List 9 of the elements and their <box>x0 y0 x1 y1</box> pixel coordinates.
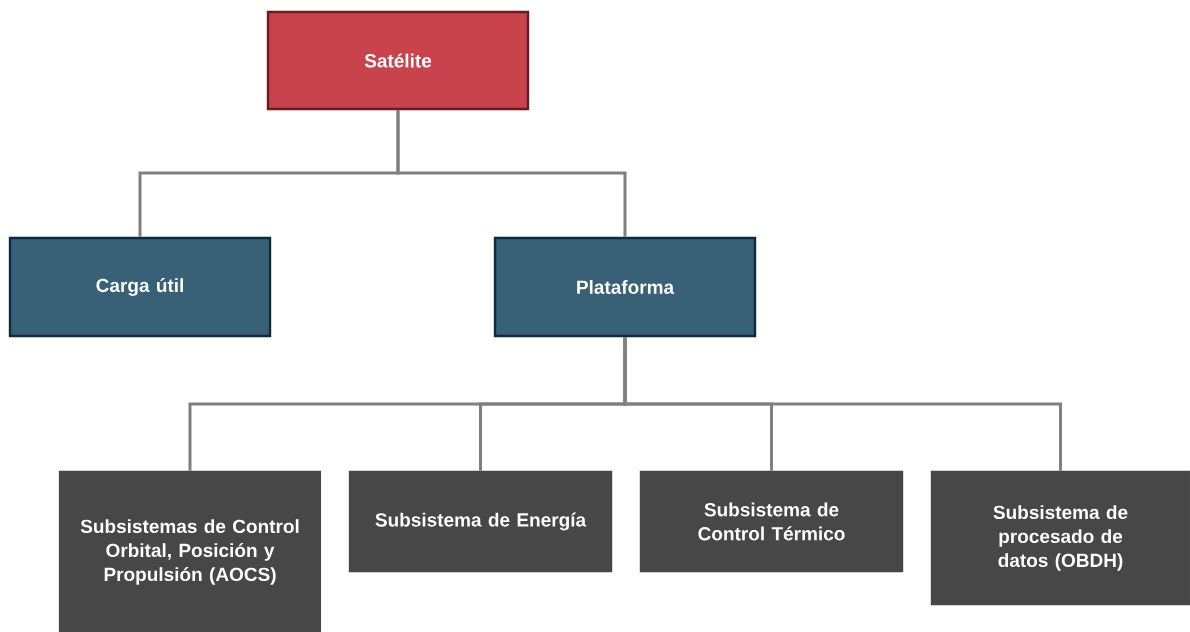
category-box: Carga útil <box>8 236 272 338</box>
category-box: Plataforma <box>493 236 757 338</box>
connector-line <box>396 110 627 237</box>
subsystem-box: Subsistema de procesado de datos (OBDH) <box>930 470 1190 606</box>
subsystem-box: Subsistema de Energía <box>348 470 613 573</box>
top-box: Satélite <box>266 10 530 111</box>
subsystem-box: Subsistema de Control Térmico <box>639 470 904 573</box>
connector-line <box>623 337 1062 471</box>
subsystem-box: Subsistemas de Control Orbital, Posición y Propulsión (AOCS) <box>58 470 322 632</box>
